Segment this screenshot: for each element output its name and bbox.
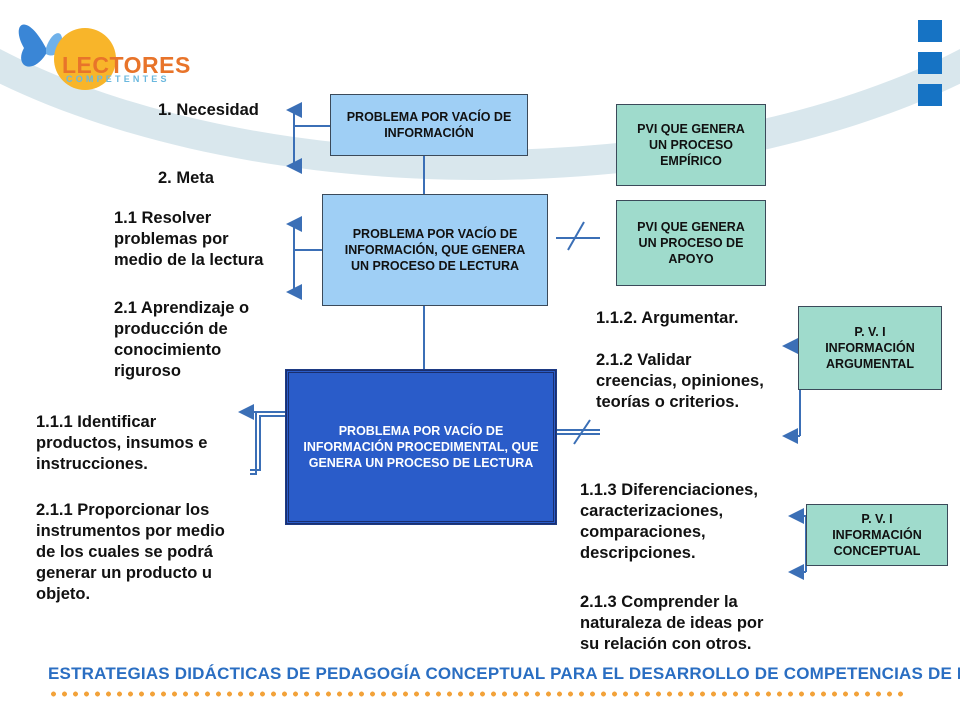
- label-need: 1. Necesidad: [158, 100, 259, 121]
- label-goal: 2. Meta: [158, 168, 214, 189]
- node-problem-main: PROBLEMA POR VACÍO DE INFORMACIÓN: [330, 94, 528, 156]
- label-differentiate: 1.1.3 Diferenciaciones,caracterizaciones…: [580, 480, 758, 564]
- footer-dotted-rule: [48, 690, 908, 698]
- footer-title: ESTRATEGIAS DIDÁCTICAS DE PEDAGOGÍA CONC…: [48, 664, 960, 684]
- node-pvi-conceptual: P. V. I INFORMACIÓN CONCEPTUAL: [806, 504, 948, 566]
- label-argue: 1.1.2. Argumentar.: [596, 308, 738, 329]
- node-pvi-empirical: PVI QUE GENERA UN PROCESO EMPÍRICO: [616, 104, 766, 186]
- node-pvi-argumental: P. V. I INFORMACIÓN ARGUMENTAL: [798, 306, 942, 390]
- node-problem-reading: PROBLEMA POR VACÍO DE INFORMACIÓN, QUE G…: [322, 194, 548, 306]
- node-pvi-support: PVI QUE GENERA UN PROCESO DE APOYO: [616, 200, 766, 286]
- bracket-identify-provide: [250, 412, 286, 474]
- node-problem-procedural: PROBLEMA POR VACÍO DE INFORMACIÓN PROCED…: [286, 370, 556, 524]
